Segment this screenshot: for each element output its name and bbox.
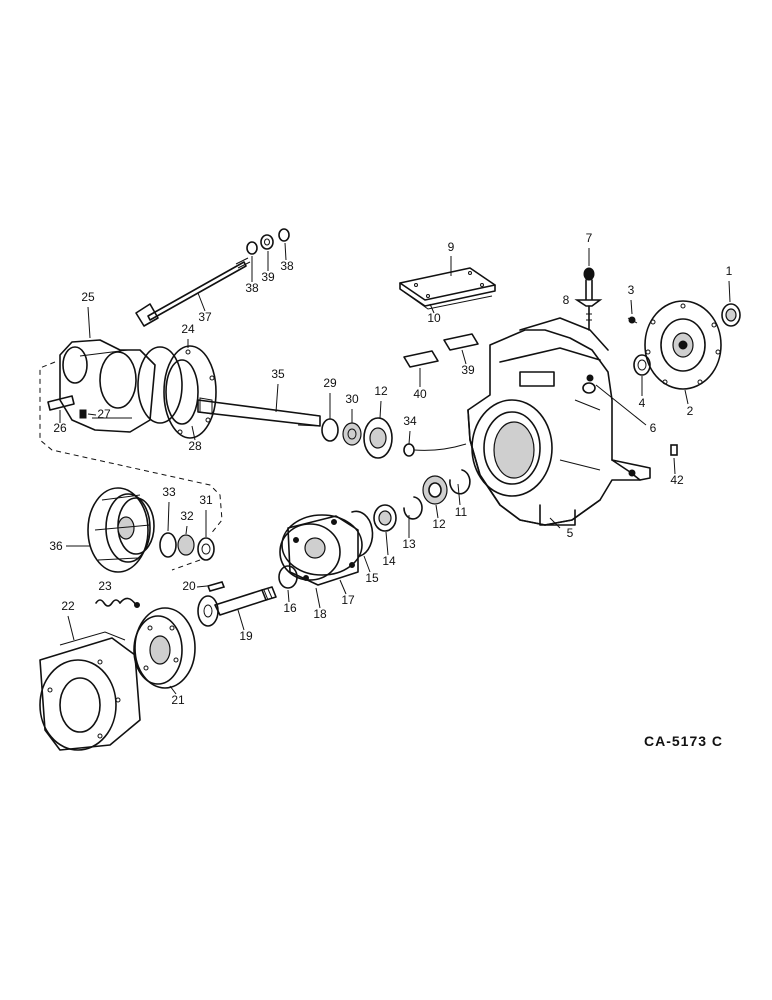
part-output-shaft: 19 xyxy=(197,586,277,643)
part-control-rod: 37 38 39 38 xyxy=(135,228,294,327)
part-clutch-housing: 22 xyxy=(39,599,141,751)
callout-38: 38 xyxy=(245,281,259,295)
callout-20: 20 xyxy=(182,579,196,593)
callout-14: 14 xyxy=(382,554,396,568)
part-clutch-hub: 15 16 17 18 xyxy=(278,510,379,621)
callout-12: 12 xyxy=(374,384,388,398)
callout-24: 24 xyxy=(181,322,195,336)
part-vent-fitting: 7 8 xyxy=(563,231,603,331)
callout-37: 37 xyxy=(198,310,212,324)
assembly-dashed-line xyxy=(39,361,223,536)
callout-1: 1 xyxy=(726,264,733,278)
callout-39: 39 xyxy=(261,270,275,284)
callout-17: 17 xyxy=(341,593,355,607)
callout-8: 8 xyxy=(563,293,570,307)
callout-34: 35 xyxy=(271,367,285,381)
callout-32: 32 xyxy=(180,509,194,523)
callout-28: 28 xyxy=(188,439,202,453)
assembly-dashed-line-2 xyxy=(171,559,201,571)
part-input-shaft: 35 xyxy=(197,367,321,427)
callout-27: 27 xyxy=(97,407,111,421)
callout-31: 31 xyxy=(199,493,213,507)
part-gearbox: 25 24 26 27 28 xyxy=(47,290,217,453)
callout-41: 40 xyxy=(413,387,427,401)
callout-12b: 12 xyxy=(432,517,446,531)
callout-3: 3 xyxy=(628,283,635,297)
part-housing: 5 xyxy=(467,317,651,540)
part-drive-pulley: 36 xyxy=(49,487,155,573)
callout-40: 39 xyxy=(461,363,475,377)
figure-code: CA-5173 C xyxy=(644,733,723,749)
part-dowel: 42 xyxy=(670,444,684,487)
callout-5: 5 xyxy=(567,526,574,540)
callout-29: 29 xyxy=(323,376,337,390)
part-retaining-rings: 11 12 13 14 xyxy=(373,469,471,568)
part-input-bearing: 29 30 12 34 xyxy=(321,376,467,459)
callout-35: 34 xyxy=(403,414,417,428)
callout-33: 33 xyxy=(162,485,176,499)
callout-9: 9 xyxy=(448,240,455,254)
callout-25: 25 xyxy=(81,290,95,304)
callout-21: 21 xyxy=(171,693,185,707)
callout-26: 26 xyxy=(53,421,67,435)
callout-19: 19 xyxy=(239,629,253,643)
part-key: 20 xyxy=(182,579,226,593)
callout-16: 16 xyxy=(283,601,297,615)
callout-10: 10 xyxy=(427,311,441,325)
callout-36: 36 xyxy=(49,539,63,553)
part-spring: 23 xyxy=(95,579,140,608)
callout-18: 18 xyxy=(313,607,327,621)
callout-23: 23 xyxy=(98,579,112,593)
callout-6: 6 xyxy=(650,421,657,435)
callout-30: 30 xyxy=(345,392,359,406)
part-flex-plate: 1 2 3 4 xyxy=(628,264,741,418)
callout-22: 22 xyxy=(61,599,75,613)
callout-42: 42 xyxy=(670,473,684,487)
callout-38b: 38 xyxy=(280,259,294,273)
callout-13: 13 xyxy=(402,537,416,551)
part-pulley-bearing: 33 32 31 xyxy=(159,485,215,561)
part-plates: 39 40 xyxy=(403,333,479,401)
callout-15: 15 xyxy=(365,571,379,585)
callout-4: 4 xyxy=(639,396,646,410)
part-cover-plate: 9 10 xyxy=(399,240,496,325)
part-plug: 6 xyxy=(586,374,657,435)
callout-11: 11 xyxy=(455,505,468,519)
callout-2: 2 xyxy=(687,404,694,418)
part-pulley-disc: 21 xyxy=(133,607,196,707)
callout-7: 7 xyxy=(586,231,593,245)
